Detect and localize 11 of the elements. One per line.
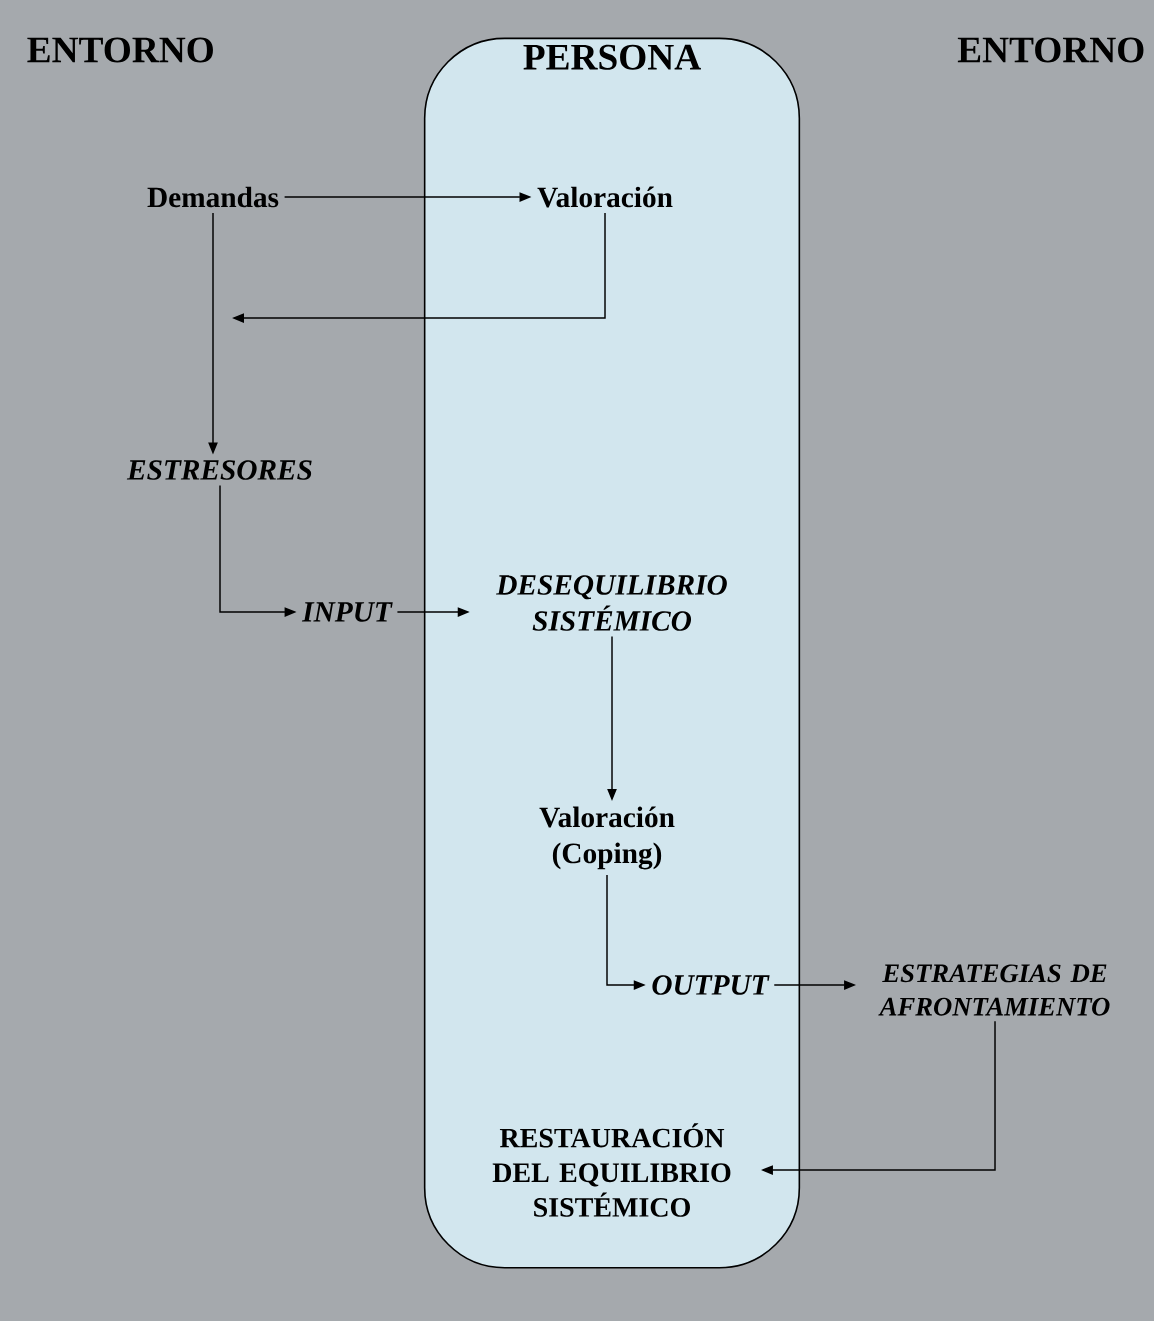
node-text: RESTAURACIÓN DEL EQUILIBRIO SISTÉMICO [492, 1123, 731, 1217]
node-text: Demandas [147, 186, 279, 208]
node-text: Valoración [537, 186, 673, 208]
region-label: ENTORNO [957, 37, 1144, 63]
node-text: ESTRESORES [126, 460, 312, 480]
node-text: DESEQUILIBRIO SISTÉMICO [496, 575, 727, 631]
node-text: ESTRATEGIAS DE AFRONTAMIENTO [878, 964, 1110, 1016]
node-text: INPUT [301, 602, 393, 622]
region-label: ENTORNO [27, 37, 213, 63]
node-text: Valoración (Coping) [539, 806, 675, 870]
node-text: OUTPUT [652, 975, 770, 995]
